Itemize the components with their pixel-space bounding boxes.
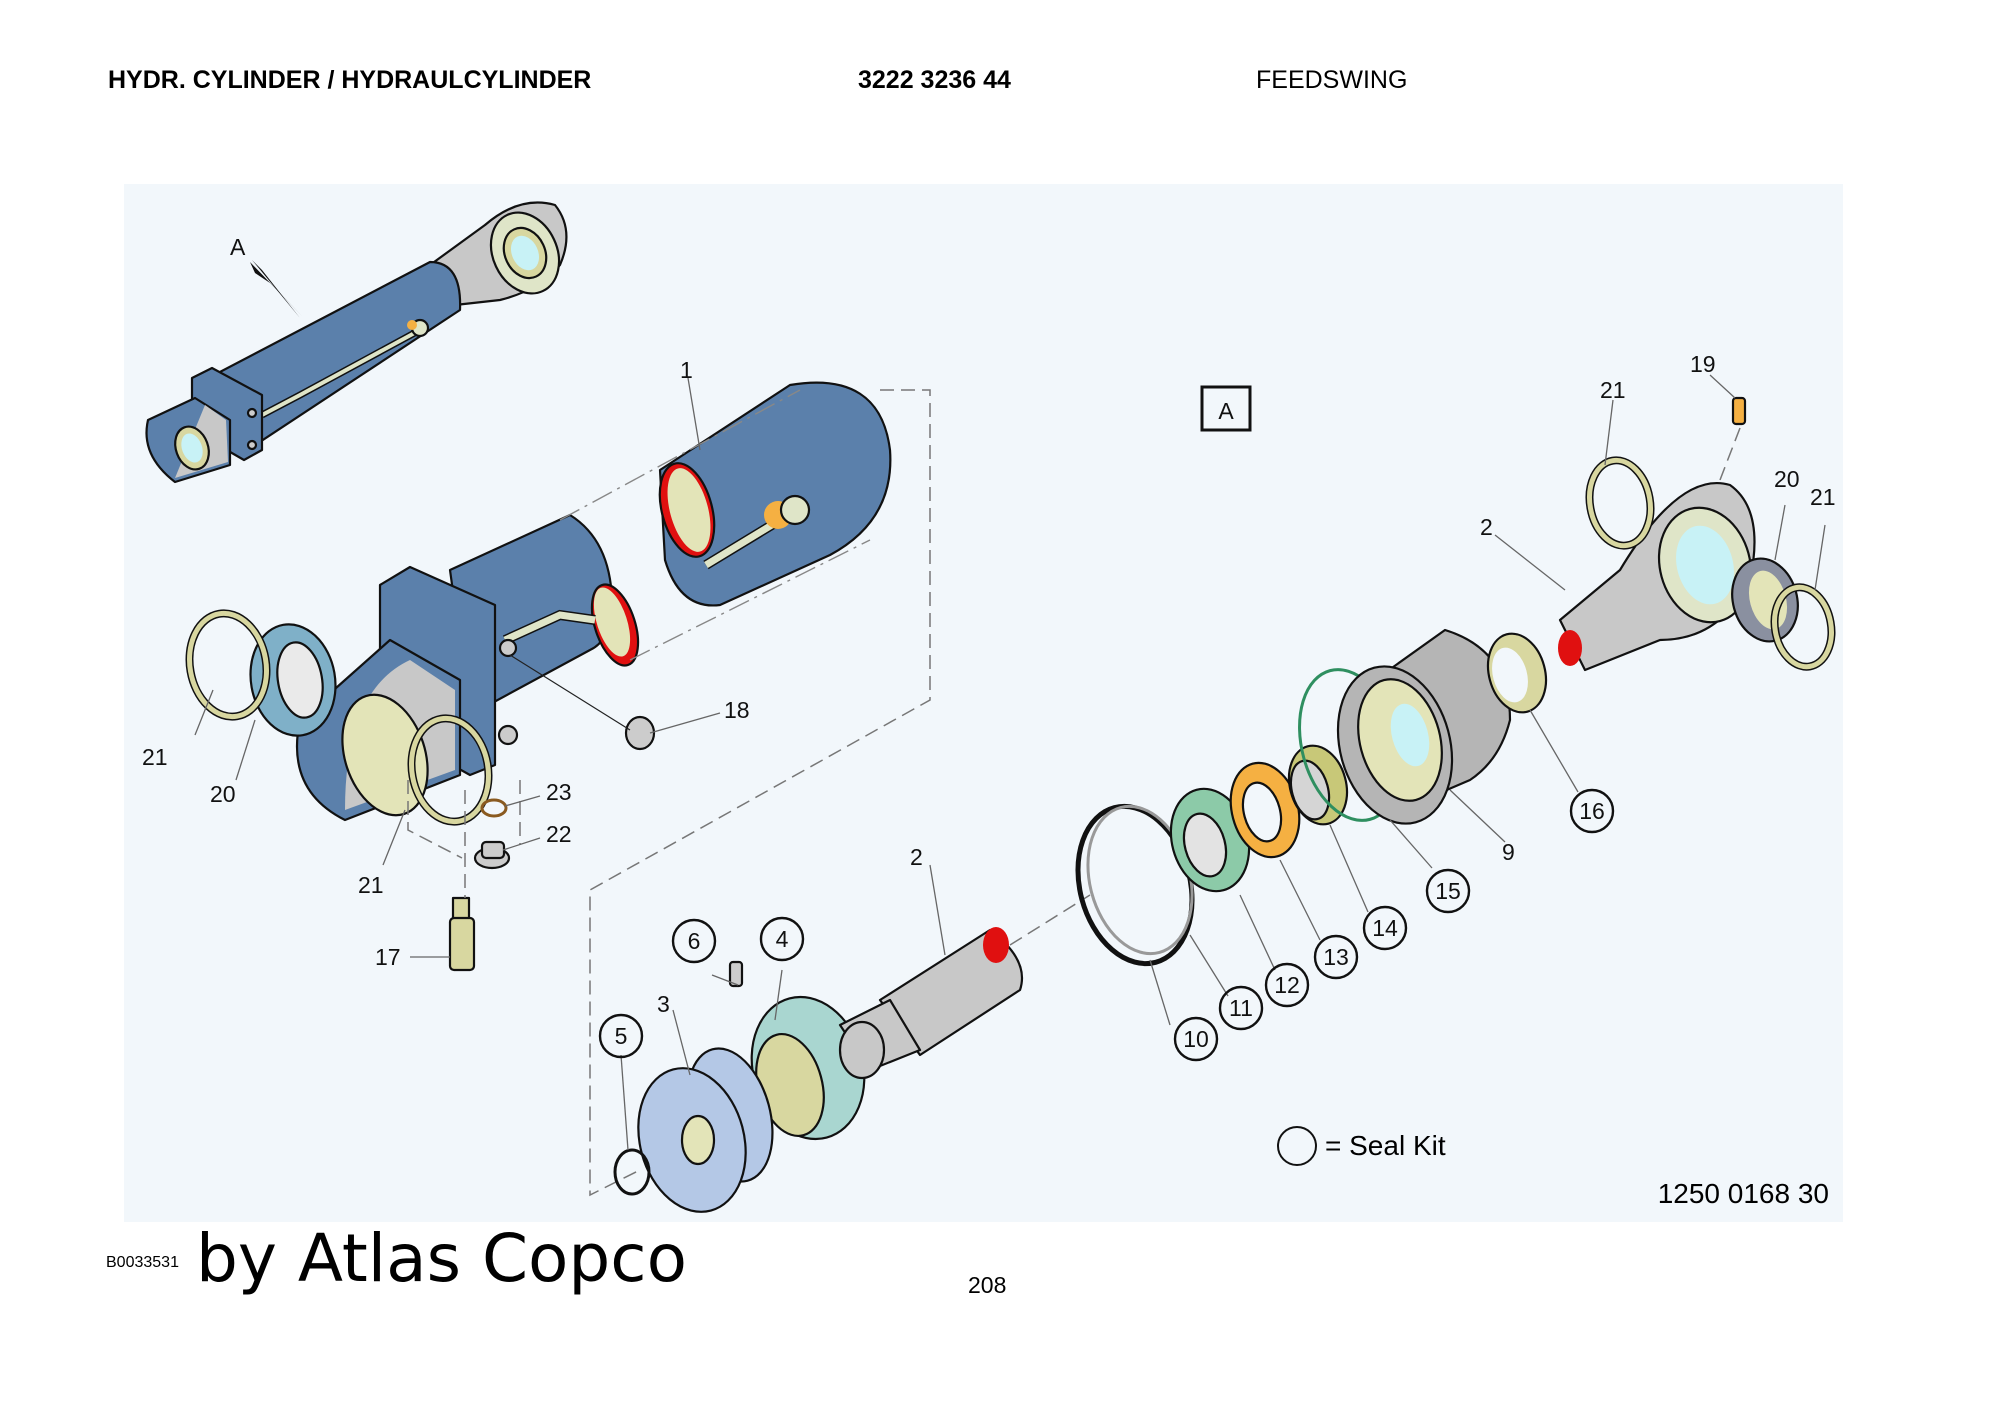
- exploded-view-panel: .ol { stroke: #111; stroke-width: 2.2; s…: [124, 184, 1843, 1222]
- callout-16: 16: [1569, 788, 1615, 834]
- page-number: 208: [968, 1272, 1007, 1298]
- seal-kit-legend: = Seal Kit: [1277, 1126, 1446, 1166]
- callout-3: 3: [657, 991, 670, 1017]
- callout-4: 4: [759, 916, 805, 962]
- seal-kit-circle-icon: [1277, 1126, 1317, 1166]
- assembly-group: FEEDSWING: [1256, 66, 1408, 94]
- callout-6: 6: [671, 918, 717, 964]
- svg-text:4: 4: [776, 926, 789, 952]
- seal-kit-legend-text: = Seal Kit: [1325, 1130, 1446, 1161]
- assembled-cylinder-overview: A: [145, 201, 568, 484]
- piston-group: [613, 960, 866, 1213]
- svg-text:5: 5: [615, 1023, 628, 1049]
- callout-19: 19: [1690, 351, 1716, 377]
- callout-12: 12: [1264, 962, 1310, 1008]
- callout-17: 17: [375, 944, 401, 970]
- callout-22: 22: [546, 821, 572, 847]
- piston-rod: [838, 894, 1091, 1080]
- leader-lines: [194, 374, 1826, 1151]
- svg-text:16: 16: [1579, 798, 1605, 824]
- svg-text:A: A: [1218, 398, 1234, 424]
- callout-20-right: 20: [1774, 466, 1800, 492]
- callout-23: 23: [546, 779, 572, 805]
- document-title: HYDR. CYLINDER / HYDRAULCYLINDER: [108, 66, 592, 94]
- exploded-diagram: .ol { stroke: #111; stroke-width: 2.2; s…: [142, 201, 1836, 1213]
- svg-text:6: 6: [688, 928, 701, 954]
- callout-20-left: 20: [210, 781, 236, 807]
- svg-text:12: 12: [1274, 972, 1300, 998]
- reference-code: B0033531: [106, 1254, 179, 1271]
- small-fittings: [407, 654, 656, 972]
- cylinder-head-assembly: [295, 513, 640, 822]
- drawing-number: 1250 0168 30: [1657, 1178, 1829, 1209]
- svg-text:10: 10: [1183, 1026, 1209, 1052]
- callout-1: 1: [680, 357, 693, 383]
- seal-stack: [1075, 668, 1402, 967]
- svg-text:14: 14: [1372, 915, 1398, 941]
- callout-18: 18: [724, 697, 750, 723]
- callout-21-b: 21: [358, 872, 384, 898]
- svg-text:15: 15: [1435, 878, 1461, 904]
- view-a-box: A: [1200, 385, 1252, 432]
- callout-13: 13: [1313, 934, 1359, 980]
- rod-eye-2: [1558, 396, 1836, 672]
- callout-15: 15: [1425, 868, 1471, 914]
- part-1-cylinder-barrel: [658, 381, 892, 607]
- callout-21-c: 21: [1600, 377, 1626, 403]
- callout-5: 5: [598, 1013, 644, 1059]
- callout-2-rod: 2: [910, 844, 923, 870]
- callout-labels: 1 2 2 3 9 17 18 19 20 20 21 21 21 21 22 …: [142, 351, 1836, 1017]
- callout-21-d: 21: [1810, 484, 1836, 510]
- svg-text:11: 11: [1229, 995, 1253, 1021]
- callout-11: 11: [1218, 985, 1264, 1031]
- seal-kit-callouts: 4 5 6 10 11 12 13 14 15 16: [598, 788, 1615, 1062]
- callout-21-a: 21: [142, 744, 168, 770]
- view-a-marker: A: [230, 234, 246, 260]
- callout-9: 9: [1502, 839, 1515, 865]
- callout-14: 14: [1362, 905, 1408, 951]
- callout-10: 10: [1173, 1016, 1219, 1062]
- left-bearing-parts: [185, 609, 493, 826]
- callout-2-eye: 2: [1480, 514, 1493, 540]
- brand-watermark: by Atlas Copco: [196, 1220, 687, 1297]
- part-number: 3222 3236 44: [858, 66, 1011, 94]
- cylinder-head-9: [1336, 628, 1548, 825]
- svg-text:13: 13: [1323, 944, 1349, 970]
